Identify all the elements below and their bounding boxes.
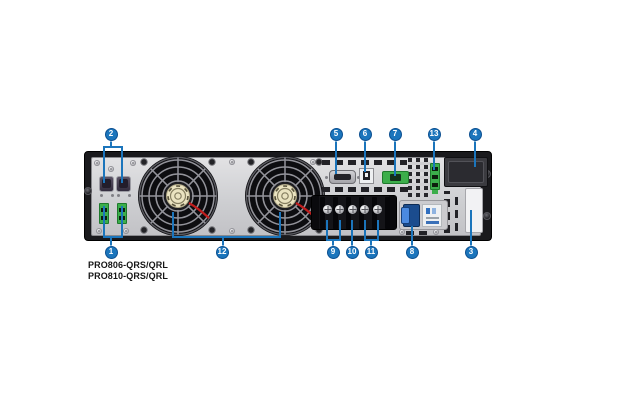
callout-line: [103, 146, 105, 183]
vent-grid: [408, 158, 432, 197]
callout-line: [110, 140, 112, 147]
callout-line: [110, 236, 112, 246]
callout-9: 9: [326, 245, 340, 259]
callout-line: [222, 236, 224, 246]
serial-port-icon: [329, 170, 356, 184]
screw-dot-icon: [325, 176, 328, 179]
model-label-line2: PRO810-QRS/QRL: [88, 271, 168, 281]
callout-line: [172, 212, 174, 238]
callout-2: 2: [104, 127, 118, 141]
usb-port-icon: [359, 168, 374, 184]
screw-icon: [130, 160, 136, 166]
callout-line: [326, 220, 328, 241]
callout-5: 5: [329, 127, 343, 141]
screw-icon: [310, 159, 316, 165]
callout-line: [339, 220, 341, 241]
callout-10: 10: [345, 245, 359, 259]
callout-3: 3: [464, 245, 478, 259]
callout-line: [474, 141, 476, 167]
callout-line: [364, 220, 366, 241]
callout-13: 13: [427, 127, 441, 141]
callout-line: [172, 236, 281, 238]
callout-12: 12: [215, 245, 229, 259]
screw-icon: [399, 229, 405, 235]
callout-line: [103, 206, 105, 238]
terminal-screw-icon: [323, 205, 332, 214]
callout-line: [279, 212, 281, 238]
callout-line: [364, 141, 366, 172]
vent-row: [322, 187, 408, 192]
screw-icon: [96, 228, 102, 234]
screw-icon: [433, 229, 439, 235]
callout-line: [370, 239, 372, 247]
terminal-screw-icon: [348, 205, 357, 214]
green-terminal-tab: [432, 190, 438, 194]
callout-7: 7: [388, 127, 402, 141]
callout-line: [394, 141, 396, 176]
callout-11: 11: [364, 245, 378, 259]
rail-bolt-icon: [84, 187, 92, 195]
callout-line: [351, 220, 353, 247]
callout-line: [103, 236, 123, 238]
callout-1: 1: [104, 245, 118, 259]
screw-dot-icon: [128, 194, 131, 197]
callout-line: [470, 210, 472, 246]
vent-row: [406, 231, 432, 235]
screw-icon: [108, 166, 114, 172]
terminal-screw-icon: [360, 205, 369, 214]
callout-line: [433, 141, 435, 170]
expansion-slot: [444, 157, 488, 187]
breaker-rocker: [401, 207, 410, 224]
green-terminal-vertical-icon: [430, 163, 440, 190]
callout-line: [335, 141, 337, 174]
screw-dot-icon: [100, 194, 103, 197]
terminal-screw-icon: [373, 205, 382, 214]
screw-dot-icon: [117, 194, 120, 197]
callout-6: 6: [358, 127, 372, 141]
callout-line: [332, 239, 334, 247]
callout-line: [377, 220, 379, 241]
side-label: [465, 188, 483, 233]
screw-icon: [229, 228, 235, 234]
callout-line: [411, 226, 413, 246]
callout-line: [121, 146, 123, 183]
cooling-fan-icon: [245, 156, 325, 236]
callout-line: [121, 206, 123, 238]
screw-icon: [229, 159, 235, 165]
vent-column: [455, 193, 458, 231]
callout-line: [103, 146, 123, 148]
terminal-screw-icon: [335, 205, 344, 214]
screw-icon: [123, 228, 129, 234]
db9-port-icon: [99, 176, 114, 192]
breaker-label: [422, 204, 442, 227]
cooling-fan-icon: [138, 156, 218, 236]
db9-port-icon: [116, 176, 131, 192]
screw-dot-icon: [111, 194, 114, 197]
screw-icon: [94, 160, 100, 166]
callout-8: 8: [405, 245, 419, 259]
callout-4: 4: [468, 127, 482, 141]
screw-dot-icon: [357, 176, 360, 179]
rail-bolt-icon: [483, 212, 491, 220]
model-label-line1: PRO806-QRS/QRL: [88, 260, 168, 270]
